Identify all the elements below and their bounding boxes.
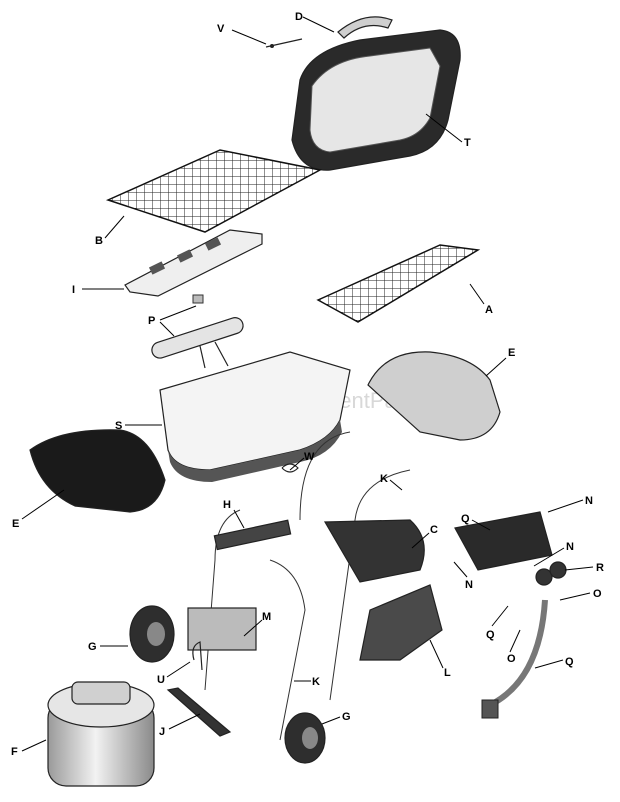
label-b: B [95,235,103,247]
label-s: S [115,420,122,432]
label-e-right: E [508,347,515,359]
part-p-burner [151,294,244,369]
label-e-left: E [12,518,19,530]
label-l: L [444,667,451,679]
label-o-lower: O [507,653,516,665]
part-e-side-shelf-right [367,351,501,441]
part-r-knobs [535,561,567,586]
part-c-bottom-tray [323,519,425,583]
part-i-heat-shield [124,229,263,297]
part-m-brace [187,607,257,651]
label-f: F [11,746,18,758]
part-labels: V D T B I A P E S W K H N E C Q N R N O … [11,11,604,758]
part-w-clip [281,463,299,473]
label-n-middle: N [566,541,574,553]
part-l-valve-bracket [359,584,443,661]
part-k-leg-frame-right [299,431,411,701]
leader-lines [21,16,594,752]
part-f-propane-tank [47,681,155,787]
label-k-upper: K [380,473,388,485]
label-u: U [157,674,165,686]
label-h: H [223,499,231,511]
part-b-cooking-grate [105,149,323,233]
part-t-lid [291,29,461,171]
part-q-hose [488,599,548,708]
part-e-side-shelf-left [29,429,166,513]
label-n-lower: N [465,579,473,591]
part-u-tank-hook [192,641,203,671]
label-q-hose: Q [565,656,574,668]
label-t: T [464,137,471,149]
part-h-brace [213,519,292,551]
label-a: A [485,304,493,316]
label-p: P [148,315,155,327]
part-j-tank-rail [166,687,232,737]
label-n-upper: N [585,495,593,507]
part-g-wheel-right [284,712,326,764]
label-k-lower: K [312,676,320,688]
label-d: D [295,11,303,23]
part-v-hinge-pin [265,38,303,48]
label-g-left: G [88,641,97,653]
part-d-lid-handle [337,16,393,39]
label-j: J [159,726,165,738]
label-i: I [72,284,75,296]
label-o-upper: O [593,588,602,600]
label-q-middle: Q [486,629,495,641]
label-q-panel: Q [461,513,470,525]
part-a-warming-rack [316,244,481,323]
label-c: C [430,524,438,536]
label-m: M [262,611,271,623]
part-g-wheel-left [129,605,175,663]
label-r: R [596,562,604,574]
part-s-firebox [159,351,351,482]
label-w: W [304,451,315,463]
label-g-right: G [342,711,351,723]
label-v: V [217,23,225,35]
part-q-regulator [481,699,499,719]
